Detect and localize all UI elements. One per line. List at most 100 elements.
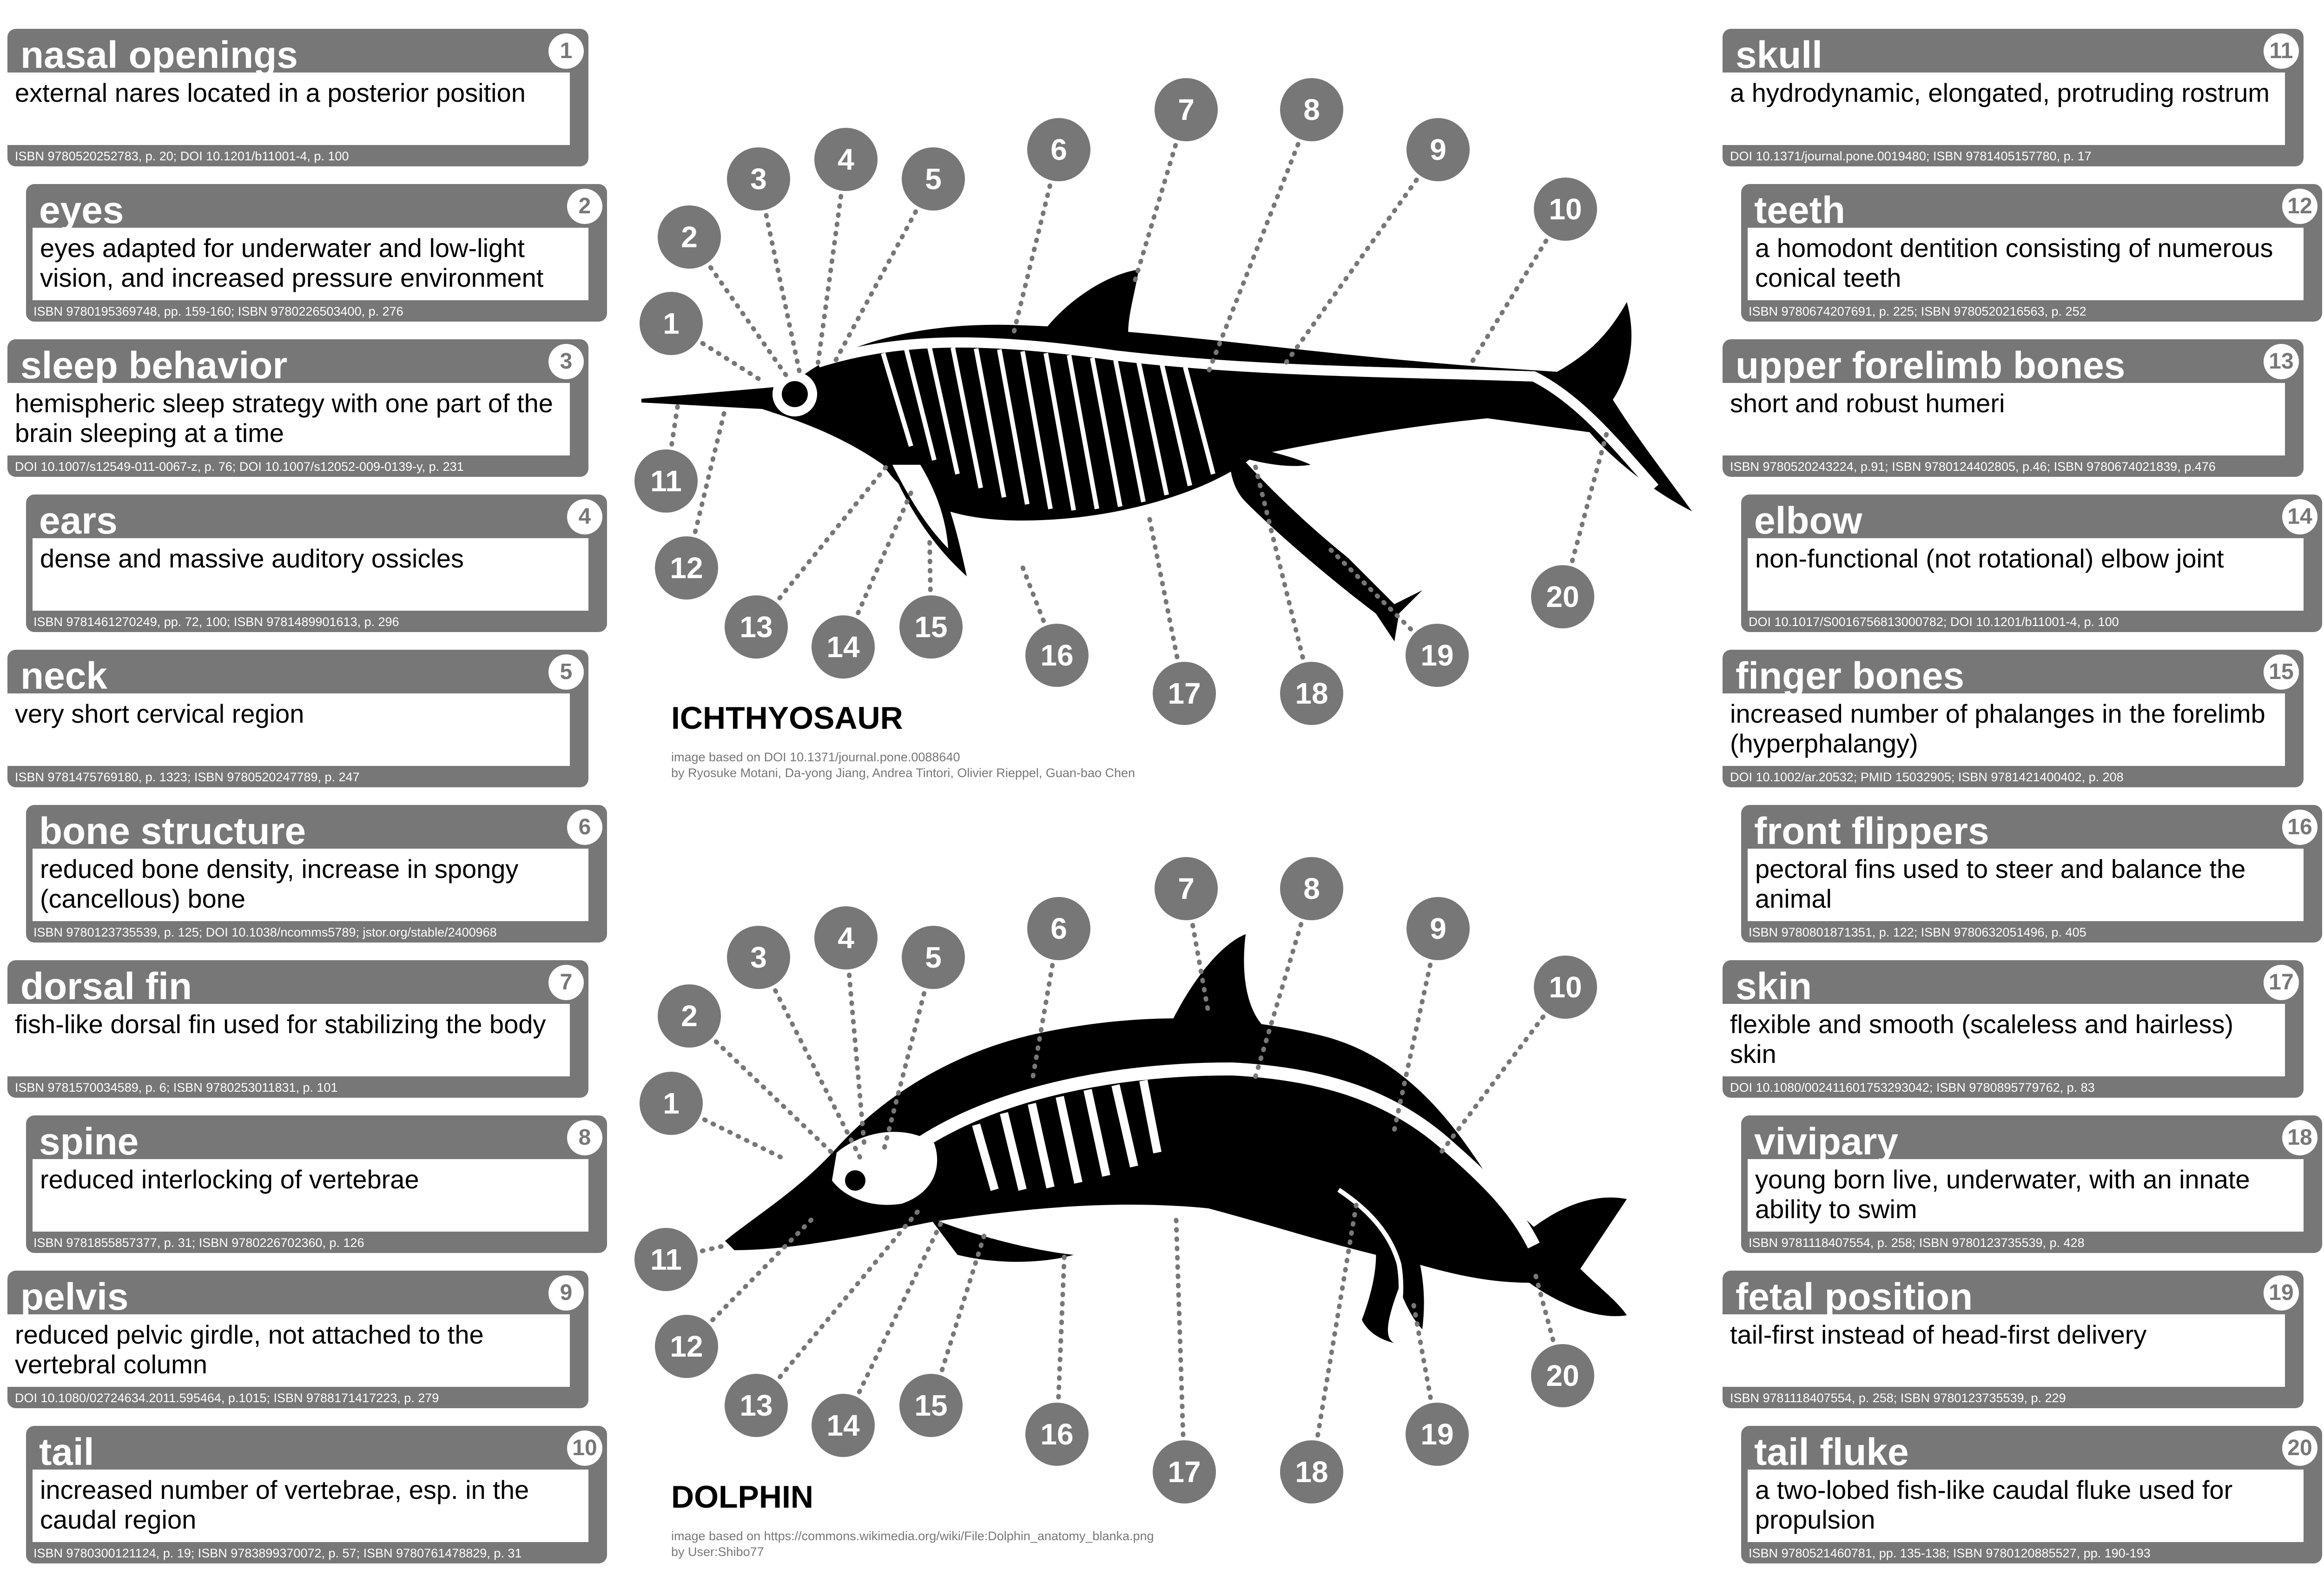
ichthyosaur-silhouette [641, 270, 1692, 641]
card-description: short and robust humeri [1723, 383, 2285, 455]
card-title: spine [39, 1121, 139, 1163]
marker-circle [658, 205, 721, 269]
marker-circle [727, 147, 790, 211]
card-reference: ISBN 9781475769180, p. 1323; ISBN 978052… [15, 770, 360, 784]
dolphin-dorsal-fin [1171, 934, 1264, 1027]
card-number-badge: 11 [2264, 33, 2299, 69]
card-body: hemispheric sleep strategy with one part… [7, 383, 588, 477]
marker-circle [725, 595, 788, 659]
marker-number: 19 [1420, 1418, 1453, 1451]
dolphin-marker-17: 17 [1153, 1440, 1216, 1503]
card-description: a two-lobed fish-like caudal fluke used … [1748, 1470, 2304, 1542]
card-number-badge: 8 [567, 1120, 602, 1155]
marker-number: 5 [925, 162, 942, 196]
dolphin-ribs [972, 1080, 1162, 1191]
card-reference: DOI 10.1080/02724634.2011.595464, p.1015… [15, 1391, 439, 1405]
marker-circle [1406, 1403, 1469, 1466]
dolphin-marker-9: 9 [1406, 897, 1470, 960]
dolphin-marker-13: 13 [725, 1374, 788, 1437]
marker-circle [1406, 624, 1469, 687]
dolphin-credit-line-2: by User:Shibo77 [671, 1545, 764, 1559]
marker-circle [1406, 897, 1470, 960]
ichthyosaur-marker-8: 8 [1280, 78, 1343, 141]
card-reference: DOI 10.1080/00241160175329304​2; ISBN 97… [1730, 1081, 2095, 1094]
card-reference: DOI 10.1002/ar.20532; PMID 15032905; ISB… [1730, 770, 2124, 784]
marker-number: 5 [925, 941, 942, 974]
ichthyosaur-marker-16: 16 [1025, 624, 1089, 687]
marker-circle [1153, 662, 1216, 725]
card-reference: ISBN 9780195369748, pp. 159-160; ISBN 97… [33, 304, 403, 318]
card-reference: ISBN 9780674207691, p. 225; ISBN 9780520… [1749, 304, 2086, 318]
dolphin-leader-line [1309, 1197, 1360, 1474]
marker-number: 12 [670, 551, 703, 585]
marker-number: 8 [1303, 872, 1320, 905]
ichthyosaur-marker-3: 3 [727, 147, 790, 211]
ichthyosaur-spine [816, 337, 1659, 492]
marker-circle [1155, 78, 1218, 141]
marker-number: 1 [663, 307, 680, 340]
marker-number: 16 [1040, 639, 1073, 672]
card-number-badge: 9 [548, 1275, 584, 1311]
fetal-dolphin [1301, 1162, 1424, 1343]
dolphin-leader-line [881, 955, 936, 1155]
marker-circle [1406, 118, 1470, 181]
ichthyosaur-marker-9: 9 [1406, 118, 1470, 181]
marker-number: 18 [1295, 677, 1328, 710]
marker-circle [899, 595, 963, 659]
dolphin-leader-line [1411, 1299, 1439, 1437]
ichthyosaur-eye [782, 381, 808, 407]
card-description: dense and massive auditory ossicles [33, 538, 588, 611]
ichthyosaur-credit-line-2: by Ryosuke Motani, Da-yong Jiang, Andrea… [671, 766, 1136, 780]
ichthyosaur-leader-line [1253, 462, 1314, 696]
marker-circle [812, 1394, 875, 1457]
card-reference: DOI 10.1371/journal.pone.0019480; ISBN 9… [1730, 149, 2092, 163]
ichthyosaur-leader-line [1281, 147, 1440, 369]
card-body: fish-like dorsal fin used for stabilizin… [7, 1004, 588, 1098]
marker-number: 15 [914, 610, 947, 644]
marker-circle [1280, 1440, 1343, 1503]
dolphin-marker-10: 10 [1534, 956, 1597, 1019]
card-body: non-functional (not rotational) elbow jo… [1741, 538, 2322, 632]
marker-circle [1027, 118, 1090, 181]
fetal-ichthyosaur [1230, 446, 1422, 641]
marker-circle [902, 926, 965, 989]
card-reference: DOI 10.1017/S0016756813000782; DOI 10.12… [1749, 615, 2119, 629]
card-number-badge: 19 [2264, 1275, 2299, 1311]
card-body: increased number of vertebrae, esp. in t… [26, 1470, 607, 1563]
marker-circle [1534, 956, 1597, 1019]
card-body: reduced pelvic girdle, not attached to t… [7, 1314, 588, 1408]
card-title: vivipary [1754, 1121, 1898, 1163]
marker-number: 18 [1295, 1455, 1328, 1489]
dolphin-marker-5: 5 [902, 926, 965, 989]
dolphin-marker-14: 14 [812, 1394, 875, 1457]
card-number-badge: 15 [2264, 654, 2299, 690]
card-title: sleep behavior [20, 344, 288, 387]
card-reference: ISBN 9780520243224, p.91; ISBN 978012440… [1730, 460, 2216, 474]
marker-number: 10 [1549, 970, 1582, 1004]
card-title: eyes [39, 189, 124, 231]
dolphin-marker-7: 7 [1155, 857, 1218, 920]
card-body: eyes adapted for underwater and low-ligh… [26, 228, 607, 322]
marker-number: 7 [1178, 93, 1195, 126]
ichthyosaur-flipper-bones [892, 465, 948, 548]
card-description: pectoral fins used to steer and balance … [1748, 849, 2304, 921]
